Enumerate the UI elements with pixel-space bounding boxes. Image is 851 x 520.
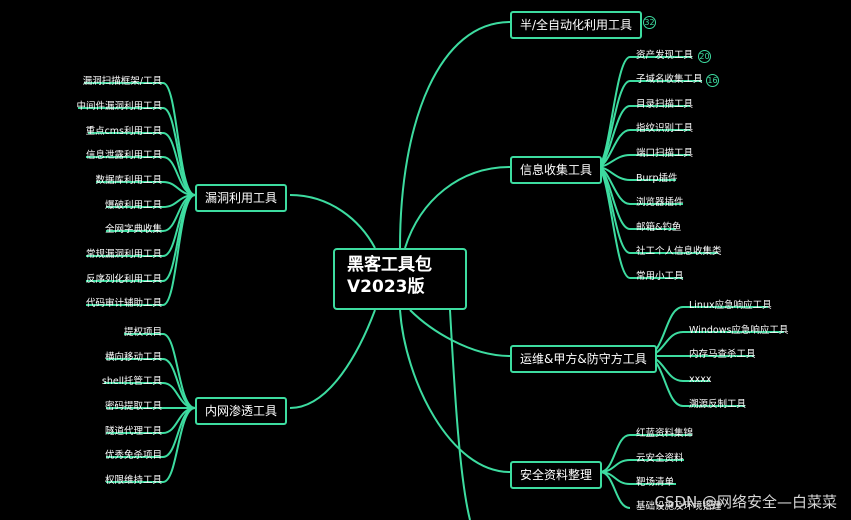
leaf-ops-1[interactable]: Windows应急响应工具 — [689, 325, 789, 336]
info-1-count-badge[interactable]: 16 — [706, 74, 719, 87]
branch-ops-defense[interactable]: 运维&甲方&防守方工具 — [510, 345, 657, 373]
leaf-info-9[interactable]: 常用小工具 — [636, 271, 684, 282]
leaf-intranet-3[interactable]: 密码提取工具 — [104, 401, 162, 412]
leaf-exploit-8[interactable]: 反序列化利用工具 — [85, 274, 162, 285]
leaf-ops-2[interactable]: 内存马查杀工具 — [689, 349, 756, 360]
branch-exploit-tools[interactable]: 漏洞利用工具 — [195, 184, 288, 212]
branch-auto-tools[interactable]: 半/全自动化利用工具 — [510, 11, 643, 39]
branch-exploit-label: 漏洞利用工具 — [205, 191, 278, 205]
leaf-info-6[interactable]: 浏览器插件 — [636, 197, 684, 208]
branch-security-materials[interactable]: 安全资料整理 — [510, 461, 603, 489]
leaf-info-2[interactable]: 目录扫描工具 — [636, 99, 694, 110]
branch-info-label: 信息收集工具 — [520, 163, 593, 177]
branch-intranet-tools[interactable]: 内网渗透工具 — [195, 397, 288, 425]
leaf-security-3[interactable]: 基础设施及环境搭建 — [636, 501, 722, 512]
leaf-info-0[interactable]: 资产发现工具 — [636, 50, 694, 61]
leaf-info-1[interactable]: 子域名收集工具 — [636, 74, 703, 85]
leaf-ops-4[interactable]: 溯源反制工具 — [689, 399, 747, 410]
leaf-exploit-5[interactable]: 爆破利用工具 — [104, 200, 162, 211]
leaf-intranet-1[interactable]: 横向移动工具 — [104, 352, 162, 363]
leaf-security-2[interactable]: 靶场清单 — [636, 477, 675, 488]
leaf-intranet-6[interactable]: 权限维持工具 — [104, 475, 162, 486]
leaf-security-1[interactable]: 云安全资料 — [636, 453, 684, 464]
leaf-exploit-3[interactable]: 信息泄露利用工具 — [85, 150, 162, 161]
leaf-info-4[interactable]: 端口扫描工具 — [636, 148, 694, 159]
branch-info-gathering[interactable]: 信息收集工具 — [510, 156, 603, 184]
leaf-exploit-4[interactable]: 数据库利用工具 — [95, 175, 162, 186]
branch-auto-label: 半/全自动化利用工具 — [520, 18, 633, 32]
leaf-intranet-2[interactable]: shell托管工具 — [101, 376, 162, 387]
leaf-info-8[interactable]: 社工个人信息收集类 — [636, 246, 722, 257]
leaf-exploit-7[interactable]: 常规漏洞利用工具 — [85, 249, 162, 260]
leaf-exploit-9[interactable]: 代码审计辅助工具 — [85, 298, 162, 309]
leaf-exploit-2[interactable]: 重点cms利用工具 — [85, 126, 162, 137]
root-title: 黑客工具包 — [347, 255, 432, 275]
root-node[interactable]: 黑客工具包 V2023版 — [333, 248, 467, 310]
branch-security-label: 安全资料整理 — [520, 468, 593, 482]
leaf-intranet-5[interactable]: 优秀免杀项目 — [104, 450, 162, 461]
leaf-info-3[interactable]: 指纹识别工具 — [636, 123, 694, 134]
leaf-exploit-1[interactable]: 中间件漏洞利用工具 — [76, 101, 162, 112]
leaf-intranet-0[interactable]: 提权项目 — [123, 327, 162, 338]
leaf-info-7[interactable]: 邮箱&钓鱼 — [636, 222, 682, 233]
leaf-security-0[interactable]: 红蓝资料集锦 — [636, 428, 694, 439]
info-0-count-badge[interactable]: 20 — [698, 50, 711, 63]
branch-ops-label: 运维&甲方&防守方工具 — [520, 352, 647, 366]
leaf-intranet-4[interactable]: 隧道代理工具 — [104, 426, 162, 437]
leaf-ops-0[interactable]: Linux应急响应工具 — [689, 300, 772, 311]
leaf-ops-3[interactable]: xxxx — [689, 374, 712, 385]
csdn-watermark: CSDN @网络安全—白菜菜 — [654, 493, 837, 511]
leaf-exploit-0[interactable]: 漏洞扫描框架/工具 — [82, 76, 162, 87]
leaf-info-5[interactable]: Burp插件 — [636, 173, 678, 184]
leaf-exploit-6[interactable]: 全网字典收集 — [104, 224, 162, 235]
root-version: V2023版 — [347, 277, 425, 297]
branch-intranet-label: 内网渗透工具 — [205, 404, 278, 418]
auto-count-badge[interactable]: 32 — [643, 16, 656, 29]
